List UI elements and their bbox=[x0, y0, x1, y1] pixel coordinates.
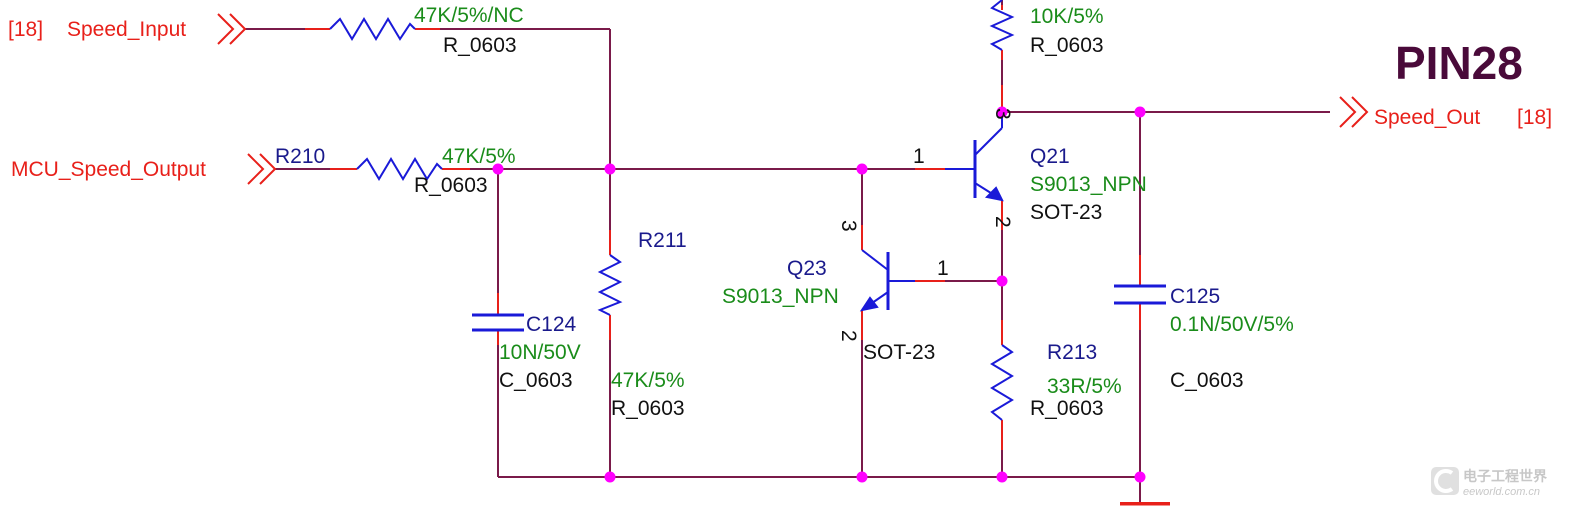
r210-ref: R210 bbox=[275, 145, 325, 168]
watermark: 电子工程世界 eeworld.com.cn bbox=[1431, 467, 1548, 498]
q23-footprint: SOT-23 bbox=[863, 341, 935, 364]
capacitor-symbols bbox=[472, 284, 1166, 332]
resistor-r211-symbol bbox=[597, 254, 623, 316]
r210-value: 47K/5% bbox=[442, 145, 516, 168]
capacitor-c124-symbol bbox=[472, 313, 524, 332]
q21-pin-emitter: 2 bbox=[991, 216, 1014, 228]
q23-pin-emitter: 2 bbox=[837, 330, 860, 342]
q23-pin-collector: 3 bbox=[837, 220, 860, 232]
r-nc-value: 47K/5%/NC bbox=[414, 4, 524, 27]
net-speed-out-name: Speed_Out bbox=[1374, 106, 1480, 129]
resistor-r210-symbol bbox=[356, 157, 443, 181]
r213-footprint: R_0603 bbox=[1030, 397, 1104, 420]
q21-ref: Q21 bbox=[1030, 145, 1070, 168]
q21-pin-base: 1 bbox=[913, 145, 925, 168]
resistor-symbols bbox=[329, 0, 1015, 421]
net-mcu-speed-output-name: MCU_Speed_Output bbox=[11, 158, 206, 181]
c124-footprint: C_0603 bbox=[499, 369, 573, 392]
page-title: PIN28 bbox=[1395, 37, 1523, 89]
speed-input-connector-icon bbox=[217, 13, 235, 45]
q21-value: S9013_NPN bbox=[1030, 173, 1147, 196]
net-speed-out-page: [18] bbox=[1517, 106, 1552, 129]
mcu-speed-output-connector-icon bbox=[247, 153, 265, 185]
r-nc-footprint: R_0603 bbox=[443, 34, 517, 57]
transistor-q23-symbol bbox=[859, 249, 915, 312]
wires bbox=[245, 0, 1330, 503]
q21-footprint: SOT-23 bbox=[1030, 201, 1102, 224]
c125-value: 0.1N/50V/5% bbox=[1170, 313, 1294, 336]
transistor-q21-symbol bbox=[945, 112, 1004, 202]
resistor-r-top-symbol bbox=[989, 0, 1015, 51]
r211-ref: R211 bbox=[638, 229, 687, 252]
capacitor-c125-symbol bbox=[1114, 284, 1166, 305]
r213-ref: R213 bbox=[1047, 341, 1097, 364]
r211-value: 47K/5% bbox=[611, 369, 685, 392]
junction-dots bbox=[492, 106, 1146, 483]
q21-pin-collector: 3 bbox=[991, 108, 1014, 120]
speed-out-connector-icon bbox=[1339, 96, 1357, 128]
watermark-line1: 电子工程世界 bbox=[1463, 468, 1548, 484]
q23-ref: Q23 bbox=[787, 257, 827, 280]
c124-value: 10N/50V bbox=[499, 341, 581, 364]
r211-footprint: R_0603 bbox=[611, 397, 685, 420]
r213-value: 33R/5% bbox=[1047, 375, 1122, 398]
c124-ref: C124 bbox=[526, 313, 577, 336]
watermark-line2: eeworld.com.cn bbox=[1463, 486, 1540, 498]
r-top-footprint: R_0603 bbox=[1030, 34, 1104, 57]
net-speed-input-name: Speed_Input bbox=[67, 18, 186, 41]
offpage-connector-icons bbox=[217, 13, 1369, 185]
resistor-r213-symbol bbox=[990, 344, 1014, 421]
q23-pin-base: 1 bbox=[937, 257, 949, 280]
component-leads bbox=[305, 5, 1170, 504]
c125-footprint: C_0603 bbox=[1170, 369, 1244, 392]
c125-ref: C125 bbox=[1170, 285, 1220, 308]
r-top-value: 10K/5% bbox=[1030, 5, 1104, 28]
eeworld-logo-icon bbox=[1431, 467, 1459, 495]
q23-value: S9013_NPN bbox=[722, 285, 839, 308]
net-speed-input-page: [18] bbox=[8, 18, 43, 41]
r210-footprint: R_0603 bbox=[414, 174, 488, 197]
resistor-r-nc-symbol bbox=[329, 17, 416, 41]
